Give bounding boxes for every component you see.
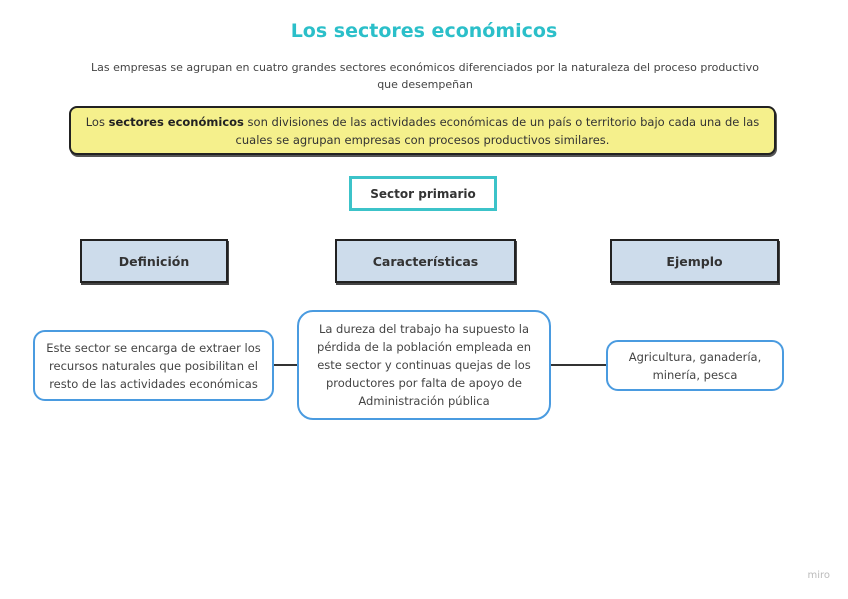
definition-suffix: son divisiones de las actividades económ… xyxy=(235,114,760,147)
connector-line-left xyxy=(274,364,297,366)
header-caracteristicas[interactable]: Características xyxy=(335,239,516,283)
header-ejemplo[interactable]: Ejemplo xyxy=(610,239,779,283)
definition-box[interactable]: Los sectores económicos son divisiones d… xyxy=(69,106,776,155)
definition-prefix: Los xyxy=(85,114,109,129)
connector-line-right xyxy=(551,364,606,366)
miro-watermark: miro xyxy=(807,570,830,581)
content-caracteristicas[interactable]: La dureza del trabajo ha supuesto la pér… xyxy=(297,310,551,420)
header-definicion[interactable]: Definición xyxy=(80,239,228,283)
content-ejemplo[interactable]: Agricultura, ganadería, minería, pesca xyxy=(606,340,784,391)
content-definicion[interactable]: Este sector se encarga de extraer los re… xyxy=(33,330,274,401)
page-title: Los sectores económicos xyxy=(290,20,558,42)
definition-bold-term: sectores económicos xyxy=(108,114,244,129)
definition-text: Los sectores económicos son divisiones d… xyxy=(77,113,768,149)
subtitle: Las empresas se agrupan en cuatro grande… xyxy=(91,61,759,91)
sector-primario-box[interactable]: Sector primario xyxy=(349,176,497,211)
